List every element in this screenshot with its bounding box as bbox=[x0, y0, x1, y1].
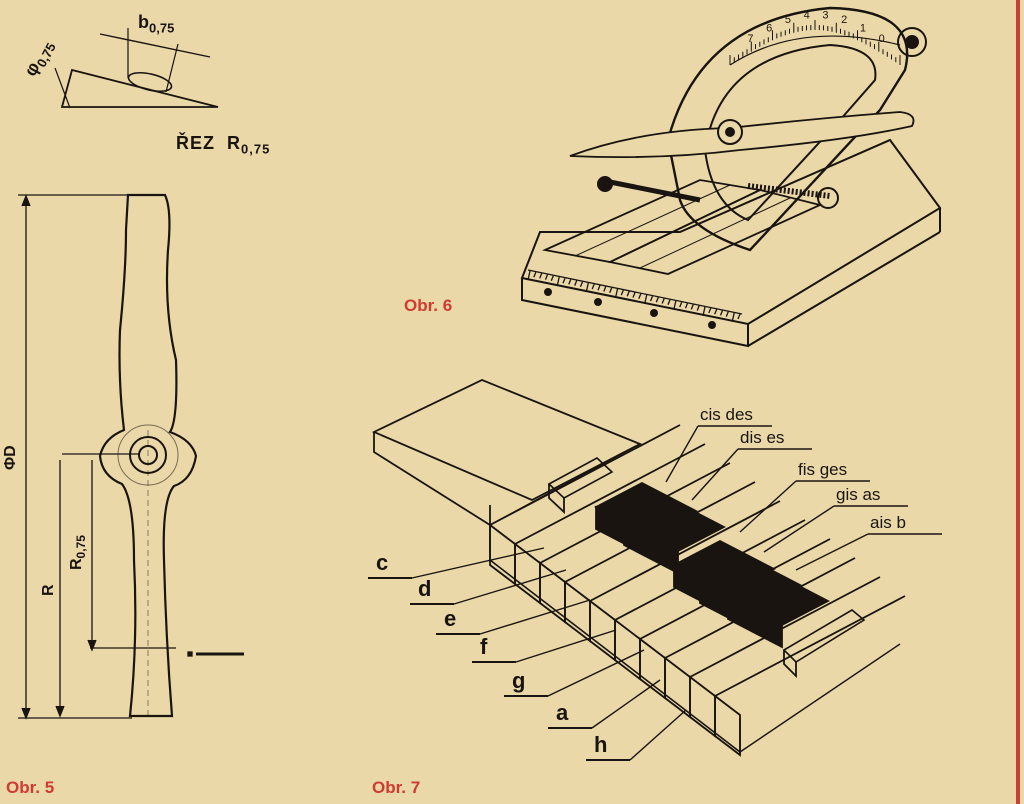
caption-obr6: Obr. 6 bbox=[404, 296, 453, 315]
caption-obr7: Obr. 7 bbox=[372, 778, 421, 797]
white-key-divider bbox=[714, 595, 906, 697]
figure-obr5 bbox=[18, 28, 244, 720]
black-key-label: dis es bbox=[740, 428, 784, 447]
arch-scale-number: 1 bbox=[860, 22, 866, 34]
black-key-label: fis ges bbox=[798, 460, 847, 479]
black-key-label: ais b bbox=[870, 513, 906, 532]
label-rez-r075: ŘEZ R0,75 bbox=[176, 133, 271, 157]
white-key-label: g bbox=[512, 668, 525, 693]
black-key-side bbox=[727, 595, 783, 649]
white-key-label: f bbox=[480, 634, 488, 659]
section-rez-diagram bbox=[54, 28, 219, 109]
label-b-075: b0,75 bbox=[138, 12, 175, 36]
white-key-divider bbox=[514, 443, 706, 545]
arch-scale-number: 4 bbox=[804, 10, 810, 22]
dimension-lines bbox=[18, 194, 244, 720]
white-key-label: d bbox=[418, 576, 431, 601]
arch-scale-number: 2 bbox=[841, 14, 847, 26]
arch-scale-number: 6 bbox=[766, 22, 772, 34]
ruler-strip bbox=[527, 269, 743, 322]
black-key-label: cis des bbox=[700, 405, 753, 424]
page-edge-rule bbox=[1016, 0, 1020, 804]
white-key-divider bbox=[589, 500, 781, 602]
label-r075: R0,75 bbox=[68, 535, 89, 570]
background-article-text-right bbox=[520, 340, 1010, 800]
arch-scale-number: 7 bbox=[747, 33, 753, 45]
white-key-label: c bbox=[376, 550, 388, 575]
white-key-label: a bbox=[556, 700, 569, 725]
arch-scale-number: 0 bbox=[879, 33, 885, 45]
arch-scale-number: 3 bbox=[822, 10, 828, 22]
black-key-label: gis as bbox=[836, 485, 880, 504]
caption-obr5: Obr. 5 bbox=[6, 778, 55, 797]
white-key-front bbox=[714, 694, 741, 757]
white-key-label: h bbox=[594, 732, 607, 757]
arch-scale-number: 5 bbox=[785, 14, 791, 26]
background-article-text bbox=[262, 2, 512, 562]
propeller-blade bbox=[98, 193, 198, 720]
white-key-label: e bbox=[444, 606, 456, 631]
white-key-divider bbox=[689, 576, 881, 678]
label-radius-r: R bbox=[40, 584, 57, 596]
label-diameter-d: ΦD bbox=[2, 445, 19, 470]
black-keys bbox=[594, 481, 830, 649]
